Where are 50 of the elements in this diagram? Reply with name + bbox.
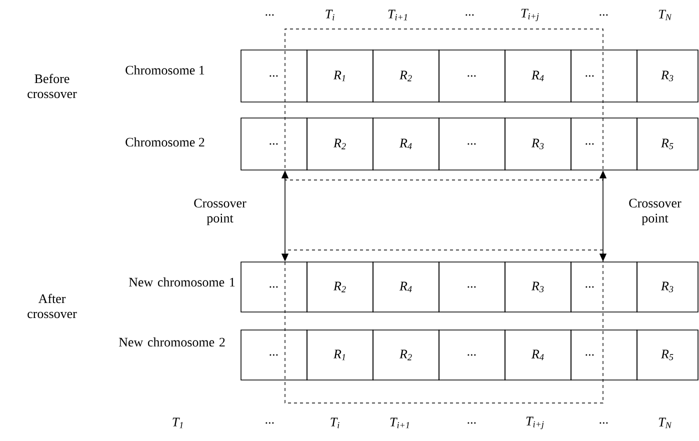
column-label: ...	[600, 14, 608, 16]
gene-cell: R$_{3}$	[636, 50, 698, 102]
column-label: T$_{i+j}$	[521, 8, 539, 22]
column-label: ...	[600, 422, 608, 424]
gene-cell: R$_{3}$	[504, 262, 572, 312]
column-label: T$_{i+j}$	[526, 416, 544, 430]
gene-cell: R$_{5}$	[636, 118, 698, 170]
row-label: Chromosome 1	[126, 65, 204, 75]
gene-cell: ...	[438, 50, 506, 102]
gene-cell: ...	[240, 118, 308, 170]
gene-cell: R$_{5}$	[636, 330, 698, 380]
column-label: T$_{i+1}$	[388, 10, 407, 20]
gene-cell: R$_{1}$	[306, 50, 374, 102]
gene-cell: R$_{4}$	[504, 330, 572, 380]
gene-cell: ...	[570, 330, 638, 380]
column-label: T$_{i+1}$	[390, 418, 409, 428]
column-label: T$_{N}$	[658, 10, 672, 20]
column-label: ...	[266, 14, 274, 16]
gene-cell: R$_{2}$	[306, 262, 374, 312]
gene-cell: R$_{2}$	[306, 118, 374, 170]
column-label: T$_{i}$	[330, 418, 340, 428]
column-label: ...	[468, 422, 476, 424]
gene-cell: R$_{3}$	[636, 262, 698, 312]
column-label: T$_{i}$	[326, 10, 334, 20]
gene-cell: ...	[570, 50, 638, 102]
gene-cell: ...	[240, 50, 308, 102]
row-label: After crossover	[28, 294, 77, 318]
gene-cell: ...	[570, 118, 638, 170]
column-label: T$_{1}$	[172, 418, 183, 428]
row-label: Crossover point	[194, 198, 246, 226]
column-label: ...	[266, 422, 274, 424]
row-label: Crossover point	[629, 198, 682, 226]
gene-cell: R$_{4}$	[372, 118, 440, 170]
gene-cell: ...	[570, 262, 638, 312]
row-label: New chromosome 2	[118, 337, 225, 347]
gene-cell: ...	[240, 262, 308, 312]
gene-cell: R$_{1}$	[306, 330, 374, 380]
gene-cell: R$_{2}$	[372, 330, 440, 380]
gene-cell: R$_{4}$	[372, 262, 440, 312]
gene-cell: ...	[438, 118, 506, 170]
gene-cell: ...	[240, 330, 308, 380]
column-label: T$_{N}$	[658, 418, 672, 428]
row-label: Before crossover	[28, 74, 77, 98]
column-label: ...	[466, 14, 474, 16]
gene-cell: ...	[438, 330, 506, 380]
row-label: Chromosome 2	[126, 137, 204, 147]
gene-cell: ...	[438, 262, 506, 312]
gene-cell: R$_{2}$	[372, 50, 440, 102]
gene-cell: R$_{3}$	[504, 118, 572, 170]
gene-cell: R$_{4}$	[504, 50, 572, 102]
